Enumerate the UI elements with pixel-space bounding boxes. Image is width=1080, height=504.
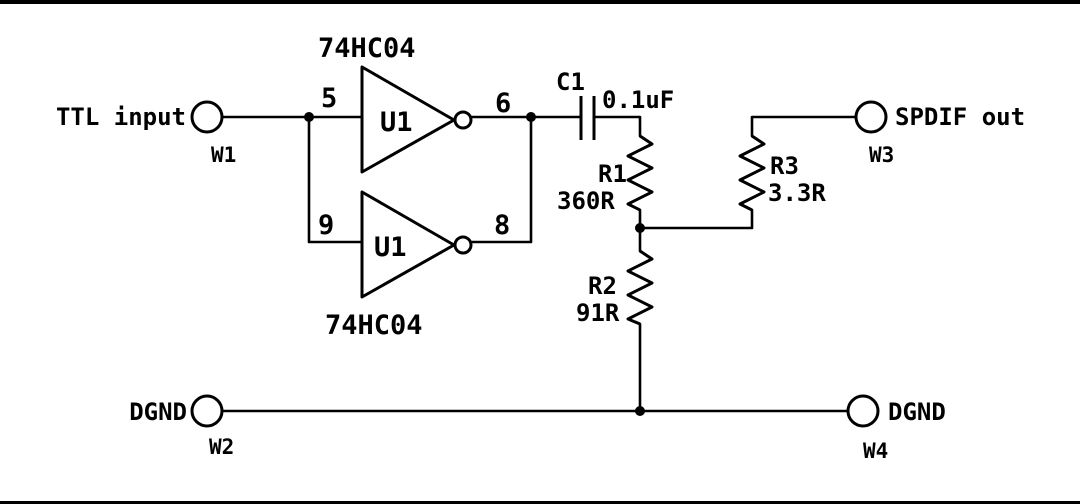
terminal-w1-id: W1 [211,143,236,167]
resistor-r2-value: 91R [576,299,620,327]
resistor-r1: R1 360R [557,134,654,215]
inverter-bottom: U1 74HC04 9 8 [318,190,510,341]
capacitor-c1-value: 0.1uF [602,86,674,114]
inverter-bottom-pin-out: 8 [494,210,510,241]
resistor-r2-ref: R2 [588,272,617,300]
junction-ground [635,406,645,416]
junction-output [526,112,536,122]
inverter-top-part: 74HC04 [318,33,416,64]
terminal-w2-id: W2 [209,435,234,459]
resistor-r1-ref: R1 [598,160,627,188]
wire-divider-to-r3 [638,208,754,230]
terminal-w3: SPDIF out W3 [854,100,1025,167]
wire-bottom-output [469,115,533,244]
terminal-w2-circle [190,394,224,428]
terminal-w1: TTL input W1 [56,100,236,167]
inverter-bottom-pin-in: 9 [318,210,334,241]
schematic-canvas: TTL input W1 U1 74HC04 5 6 U1 74HC04 9 8… [0,4,1080,501]
resistor-r3-value: 3.3R [768,179,826,207]
capacitor-c1-ref: C1 [556,68,585,96]
inverter-bottom-body [360,190,456,299]
terminal-w4: DGND W4 [846,394,946,463]
capacitor-c1: C1 0.1uF [556,68,674,140]
inverter-top: U1 74HC04 5 6 [318,33,511,174]
resistor-r1-zigzag [626,134,654,212]
resistor-r3: R3 3.3R [738,134,826,212]
inverter-top-pin-out: 6 [495,88,511,119]
terminal-w3-id: W3 [869,143,894,167]
terminal-w3-circle [854,100,888,134]
inverter-bottom-ref: U1 [374,232,407,263]
terminal-w2: DGND W2 [129,394,234,459]
wire-input-to-bottom [307,115,364,244]
resistor-r2-zigzag [626,249,654,326]
inverter-bottom-bubble [453,235,473,255]
inverter-bottom-part: 74HC04 [325,310,423,341]
schematic-svg: TTL input W1 U1 74HC04 5 6 U1 74HC04 9 8… [56,33,1025,463]
inverter-top-bubble [453,110,473,130]
resistor-r2: R2 91R [576,249,654,327]
terminal-w1-circle [190,100,224,134]
terminal-w4-id: W4 [863,439,888,463]
terminal-w4-circle [846,394,880,428]
resistor-r1-value: 360R [557,187,615,215]
inverter-top-body [360,65,456,174]
inverter-top-ref: U1 [380,107,413,138]
wire-cap-to-r1 [592,115,642,138]
wire-r3-to-output [750,115,858,138]
inverter-top-pin-in: 5 [321,83,337,114]
terminal-w1-label: TTL input [56,103,186,131]
resistor-r3-ref: R3 [770,152,799,180]
terminal-w2-label: DGND [129,398,187,426]
terminal-w3-label: SPDIF out [895,103,1025,131]
terminal-w4-label: DGND [888,398,946,426]
resistor-r3-zigzag [738,134,766,212]
